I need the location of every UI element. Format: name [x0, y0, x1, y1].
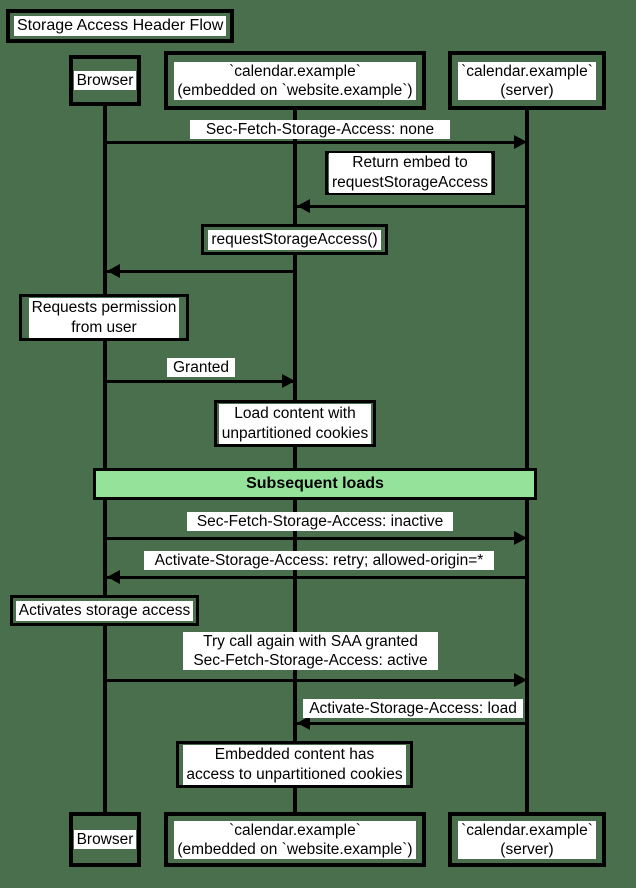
note-return-embed-label: Return embed to requestStorageAccess — [329, 153, 491, 193]
message-label-4: Granted — [167, 358, 235, 377]
note-request-storage-access: requestStorageAccess() — [201, 224, 388, 255]
message-label-6: Activate-Storage-Access: retry; allowed-… — [144, 551, 494, 570]
message-arrowhead-6 — [107, 570, 120, 584]
note-requests-permission-label: Requests permission from user — [28, 297, 180, 338]
lifeline-browser — [103, 106, 107, 812]
message-line-5 — [105, 537, 520, 540]
participant-embed-top[interactable]: `calendar.example` (embedded on `website… — [164, 51, 426, 110]
participant-embed-top-label: `calendar.example` (embedded on `website… — [174, 61, 416, 100]
participant-server-top[interactable]: `calendar.example` (server) — [448, 51, 606, 110]
message-line-8 — [295, 722, 527, 725]
lifeline-embed — [293, 110, 297, 812]
message-arrowhead-2 — [297, 199, 310, 213]
page-title: Storage Access Header Flow — [14, 16, 227, 36]
lifeline-server — [525, 106, 529, 812]
message-line-3 — [105, 270, 295, 273]
participant-browser-bottom[interactable]: Browser — [69, 812, 141, 867]
participant-server-bottom[interactable]: `calendar.example` (server) — [448, 812, 606, 867]
message-arrowhead-3 — [107, 264, 120, 278]
message-arrowhead-8 — [297, 716, 310, 730]
section-band-label: Subsequent loads — [246, 475, 384, 492]
message-line-1 — [105, 141, 520, 144]
note-load-content: Load content with unpartitioned cookies — [214, 400, 376, 447]
note-request-storage-access-label: requestStorageAccess() — [208, 229, 381, 250]
message-label-8: Activate-Storage-Access: load — [303, 699, 523, 718]
participant-browser-bottom-label: Browser — [73, 830, 137, 849]
message-line-4 — [105, 380, 295, 383]
message-arrowhead-5 — [514, 531, 527, 545]
message-line-6 — [105, 576, 525, 579]
section-band-subsequent-loads: Subsequent loads — [93, 468, 537, 500]
message-arrowhead-4 — [282, 374, 295, 388]
participant-browser-top[interactable]: Browser — [69, 55, 141, 106]
note-requests-permission: Requests permission from user — [19, 294, 189, 341]
message-line-7 — [105, 679, 520, 682]
note-return-embed: Return embed to requestStorageAccess — [325, 151, 495, 195]
diagram-title-frame: Storage Access Header Flow — [6, 9, 235, 43]
message-line-2 — [295, 205, 527, 208]
participant-server-top-label: `calendar.example` (server) — [458, 61, 596, 100]
message-label-1: Sec-Fetch-Storage-Access: none — [190, 120, 450, 139]
note-activates-storage-access: Activates storage access — [10, 595, 199, 626]
message-label-5: Sec-Fetch-Storage-Access: inactive — [187, 512, 453, 531]
note-activates-storage-access-label: Activates storage access — [15, 600, 194, 621]
message-arrowhead-1 — [514, 135, 527, 149]
note-load-content-label: Load content with unpartitioned cookies — [218, 403, 372, 444]
participant-browser-top-label: Browser — [73, 71, 137, 90]
participant-embed-bottom-label: `calendar.example` (embedded on `website… — [174, 820, 416, 859]
participant-server-bottom-label: `calendar.example` (server) — [458, 820, 596, 859]
message-arrowhead-7 — [514, 673, 527, 687]
note-embedded-content-access-label: Embedded content has access to unpartiti… — [183, 744, 406, 785]
participant-embed-bottom[interactable]: `calendar.example` (embedded on `website… — [164, 812, 426, 867]
note-embedded-content-access: Embedded content has access to unpartiti… — [176, 741, 413, 788]
message-label-7: Try call again with SAA granted Sec-Fetc… — [183, 632, 438, 670]
